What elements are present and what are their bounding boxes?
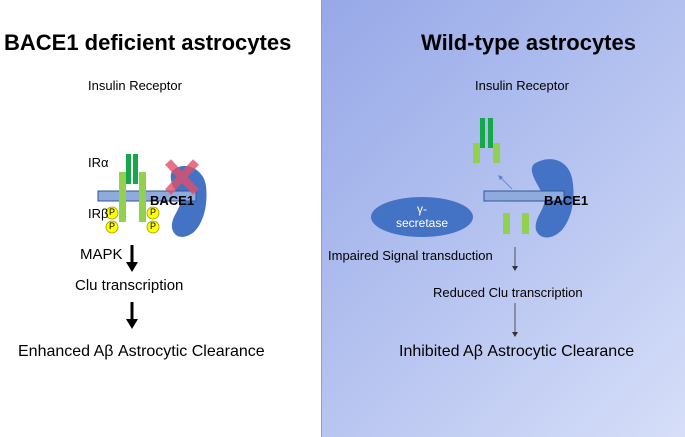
left-bace1-label: BACE1 [150, 193, 195, 208]
left-arrow-1 [126, 245, 138, 272]
left-ir-alpha-1 [126, 154, 131, 184]
left-panel-title: BACE1 deficient astrocytes [4, 30, 292, 55]
left-arrow-2 [126, 302, 138, 329]
mapk-label: MAPK [80, 246, 123, 263]
right-bace1-label: BACE1 [544, 193, 589, 208]
left-membrane-bar [97, 190, 197, 202]
right-ir-beta-frag-left [473, 143, 480, 163]
right-ir-alpha-1 [480, 118, 485, 148]
left-receptor-label: Insulin Receptor [88, 78, 182, 93]
signal-label: Impaired Signal transduction [328, 248, 493, 263]
right-beta-fragment-2 [522, 213, 529, 234]
right-arrow-1 [512, 247, 518, 271]
left-clu-label: Clu transcription [75, 277, 184, 294]
left-outcome-label: Enhanced Aβ Astrocytic Clearance [18, 343, 265, 360]
left-inhibition-cross [165, 159, 199, 195]
ir-beta-label: IRβ [88, 206, 109, 221]
phospho-circle-4 [146, 220, 160, 234]
right-cleavage-arrow [498, 175, 513, 190]
phospho-label-4: P [149, 221, 156, 231]
left-ir-beta-right [139, 172, 146, 222]
right-ir-beta-frag-right [493, 143, 500, 163]
right-membrane-bar [483, 190, 565, 202]
phospho-label-2: P [108, 221, 115, 231]
right-arrow-2 [512, 303, 518, 337]
ir-alpha-label: IRα [88, 155, 109, 170]
right-outcome-label: Inhibited Aβ Astrocytic Clearance [399, 343, 635, 360]
phospho-circle-3 [146, 206, 160, 220]
left-ir-beta-left [119, 172, 126, 222]
phospho-circle-2 [105, 220, 119, 234]
left-ir-alpha-2 [133, 154, 138, 184]
gamma-secretase-shape [371, 197, 473, 237]
phospho-circle-1 [105, 206, 119, 220]
right-receptor-label: Insulin Receptor [475, 78, 569, 93]
right-clu-label: Reduced Clu transcription [433, 285, 583, 300]
right-ir-alpha-2 [488, 118, 493, 148]
phospho-label-3: P [149, 207, 156, 217]
right-panel-title: Wild-type astrocytes [421, 30, 636, 55]
gamma-secretase-label: γ- secretase [395, 202, 449, 230]
phospho-label-1: P [108, 207, 115, 217]
right-beta-fragment-1 [503, 213, 510, 234]
